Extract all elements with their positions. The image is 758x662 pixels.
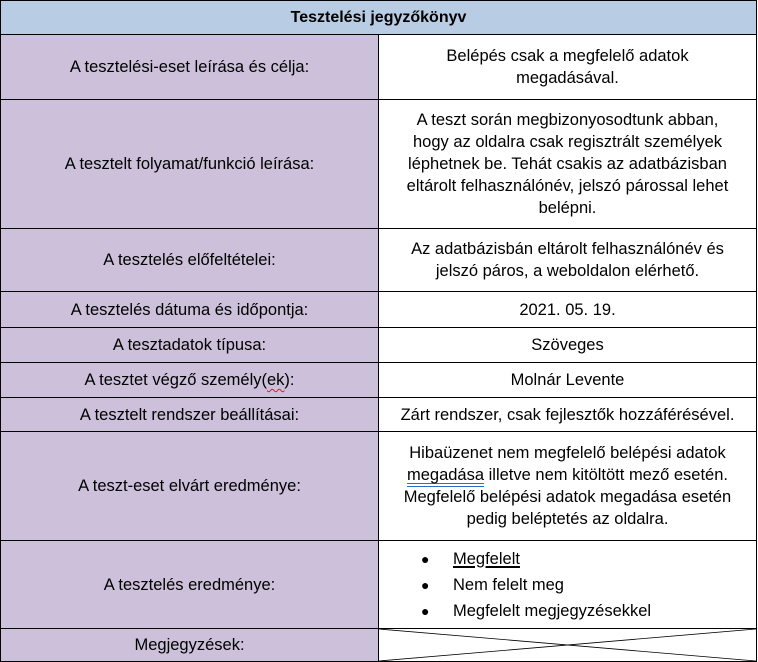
row-value-preconditions: Az adatbázisbán eltárolt felhasználónév … bbox=[378, 228, 757, 292]
table-row: A tesztelés előfeltételei: Az adatbázisb… bbox=[0, 228, 757, 292]
table-row: A tesztelt rendszer beállításai: Zárt re… bbox=[0, 397, 757, 432]
table-row: A tesztelési-eset leírása és célja: Belé… bbox=[0, 34, 757, 100]
bullet-icon: ● bbox=[421, 550, 430, 567]
value-line: eltárolt felhasználónév, jelszó párossal… bbox=[406, 177, 729, 195]
value-line: hogy az oldalra csak regisztrált személy… bbox=[412, 133, 723, 151]
table-row: A teszt-eset elvárt eredménye: Hibaüzene… bbox=[0, 431, 757, 541]
row-value-result: ● Megfelelt ●Nem felelt meg ●Megfelelt me… bbox=[378, 540, 757, 629]
value-line: Belépés csak a megfelelő adatok bbox=[446, 47, 689, 65]
cross-out-icon bbox=[379, 629, 756, 661]
result-option-selected: Megfelelt bbox=[453, 549, 520, 568]
value-line: Az adatbázisbán eltárolt felhasználónév … bbox=[411, 240, 724, 258]
row-label-description: A tesztelési-eset leírása és célja: bbox=[0, 34, 379, 100]
row-value-description: Belépés csak a megfelelő adatok megadásá… bbox=[378, 34, 757, 100]
report-title: Tesztelési jegyzőkönyv bbox=[0, 0, 757, 35]
bullet-icon: ● bbox=[421, 602, 430, 619]
value-line: jelszó páros, a weboldalon elérhető. bbox=[435, 262, 700, 280]
result-option: ● Megfelelt bbox=[421, 546, 750, 572]
value-line: megadásával. bbox=[516, 69, 619, 87]
row-label-tester: A tesztet végző személy(ek): bbox=[0, 362, 379, 398]
table-row: A tesztelt folyamat/funkció leírása: A t… bbox=[0, 99, 757, 229]
value-line: belépni. bbox=[538, 199, 597, 217]
bullet-icon: ● bbox=[421, 576, 430, 593]
row-value-expected: Hibaüzenet nem megfelelő belépési adatok… bbox=[378, 431, 757, 541]
table-row: A tesztelés dátuma és időpontja: 2021. 0… bbox=[0, 291, 757, 328]
row-label-expected: A teszt-eset elvárt eredménye: bbox=[0, 431, 379, 541]
value-line: A teszt során megbizonyosodtunk abban, bbox=[416, 111, 719, 129]
row-label-notes: Megjegyzések: bbox=[0, 628, 379, 662]
spellcheck-marked-word: ek bbox=[266, 371, 285, 389]
row-label-data-type: A tesztadatok típusa: bbox=[0, 327, 379, 363]
row-value-tester: Molnár Levente bbox=[378, 362, 757, 398]
table-row: A tesztadatok típusa: Szöveges bbox=[0, 327, 757, 363]
row-value-settings: Zárt rendszer, csak fejlesztők hozzáféré… bbox=[378, 397, 757, 432]
value-line: léphetnek be. Tehát csakis az adatbázisb… bbox=[408, 155, 727, 173]
row-value-notes-empty bbox=[378, 628, 757, 662]
row-value-date: 2021. 05. 19. bbox=[378, 291, 757, 328]
row-label-process: A tesztelt folyamat/funkció leírása: bbox=[0, 99, 379, 229]
result-options-list: ● Megfelelt ●Nem felelt meg ●Megfelelt me… bbox=[385, 546, 750, 624]
grammar-marked-word: megadása bbox=[406, 466, 485, 484]
table-row: Megjegyzések: bbox=[0, 628, 757, 662]
row-label-result: A tesztelés eredménye: bbox=[0, 540, 379, 629]
table-row: A tesztelés eredménye: ● Megfelelt ●Nem f… bbox=[0, 540, 757, 629]
result-option: ●Megfelelt megjegyzésekkel bbox=[421, 598, 750, 624]
row-label-settings: A tesztelt rendszer beállításai: bbox=[0, 397, 379, 432]
result-option: ●Nem felelt meg bbox=[421, 572, 750, 598]
row-label-preconditions: A tesztelés előfeltételei: bbox=[0, 228, 379, 292]
row-label-date: A tesztelés dátuma és időpontja: bbox=[0, 291, 379, 328]
table-row: A tesztet végző személy(ek): Molnár Leve… bbox=[0, 362, 757, 398]
row-value-data-type: Szöveges bbox=[378, 327, 757, 363]
row-value-process: A teszt során megbizonyosodtunk abban, h… bbox=[378, 99, 757, 229]
